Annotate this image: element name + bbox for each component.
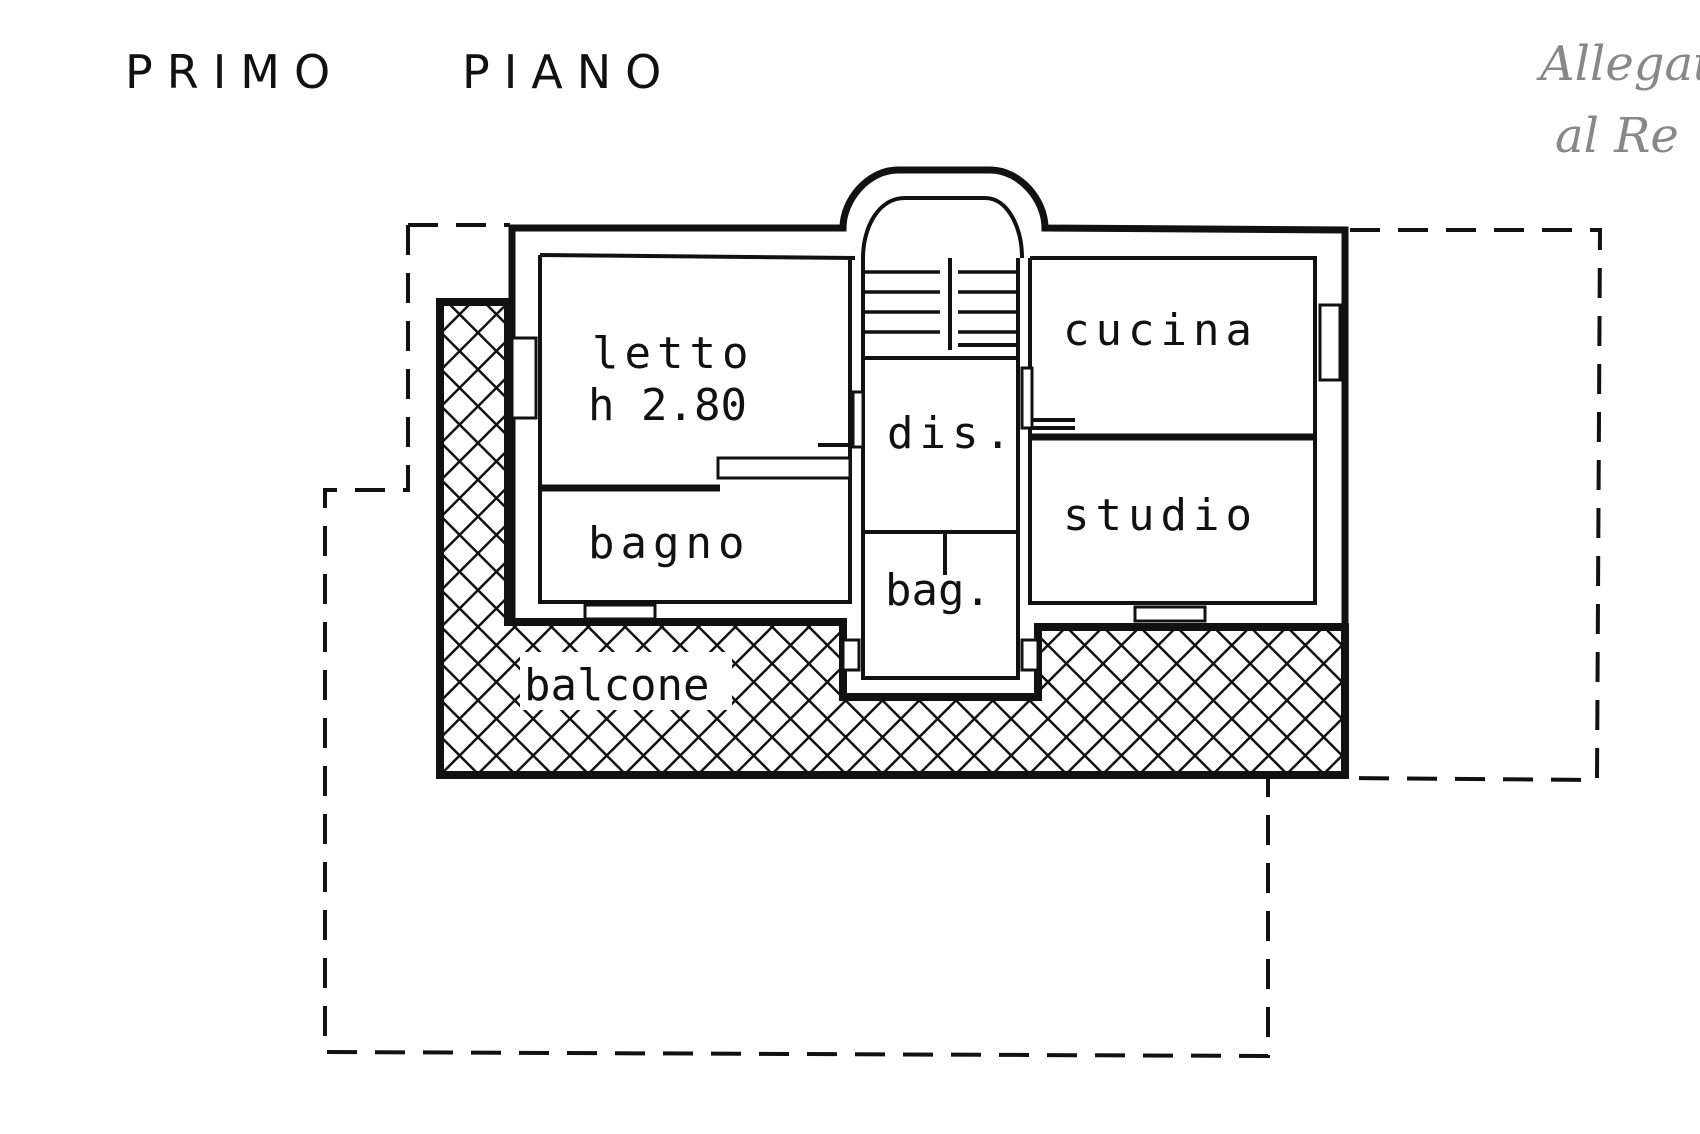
door-dis-left [851, 390, 865, 449]
handwritten-note-line1: Allegat [1536, 36, 1700, 92]
door-bag-left [841, 638, 861, 672]
window-studio [1133, 605, 1207, 623]
room-label-letto: letto [592, 328, 754, 379]
room-label-bagno: bagno [588, 518, 750, 569]
outer-wall [508, 166, 1349, 701]
room-label-balcone: balcone [524, 660, 709, 711]
door-letto [716, 456, 852, 480]
window-cucina [1318, 303, 1342, 382]
window-bagno [583, 603, 657, 621]
room-label-dis: dis. [887, 408, 1017, 459]
inner-wall [538, 196, 1317, 680]
ground-floor-outline [323, 223, 1270, 1059]
room-label-cucina: cucina [1063, 305, 1258, 356]
plan-title-primo: PRIMO [125, 45, 344, 99]
handwritten-note-line2: al Re [1555, 108, 1679, 164]
room-label-letto-height: h 2.80 [588, 380, 747, 431]
plan-title-piano: PIANO [462, 45, 675, 99]
window-letto [510, 336, 538, 420]
adjacent-outline-right [1349, 228, 1603, 783]
room-label-studio: studio [1063, 490, 1258, 541]
balcony-label-bg [520, 652, 732, 710]
staircase [863, 258, 1018, 360]
door-bag-right [1020, 638, 1040, 672]
door-cucina [1020, 366, 1034, 430]
room-label-bag: bag. [885, 565, 991, 616]
